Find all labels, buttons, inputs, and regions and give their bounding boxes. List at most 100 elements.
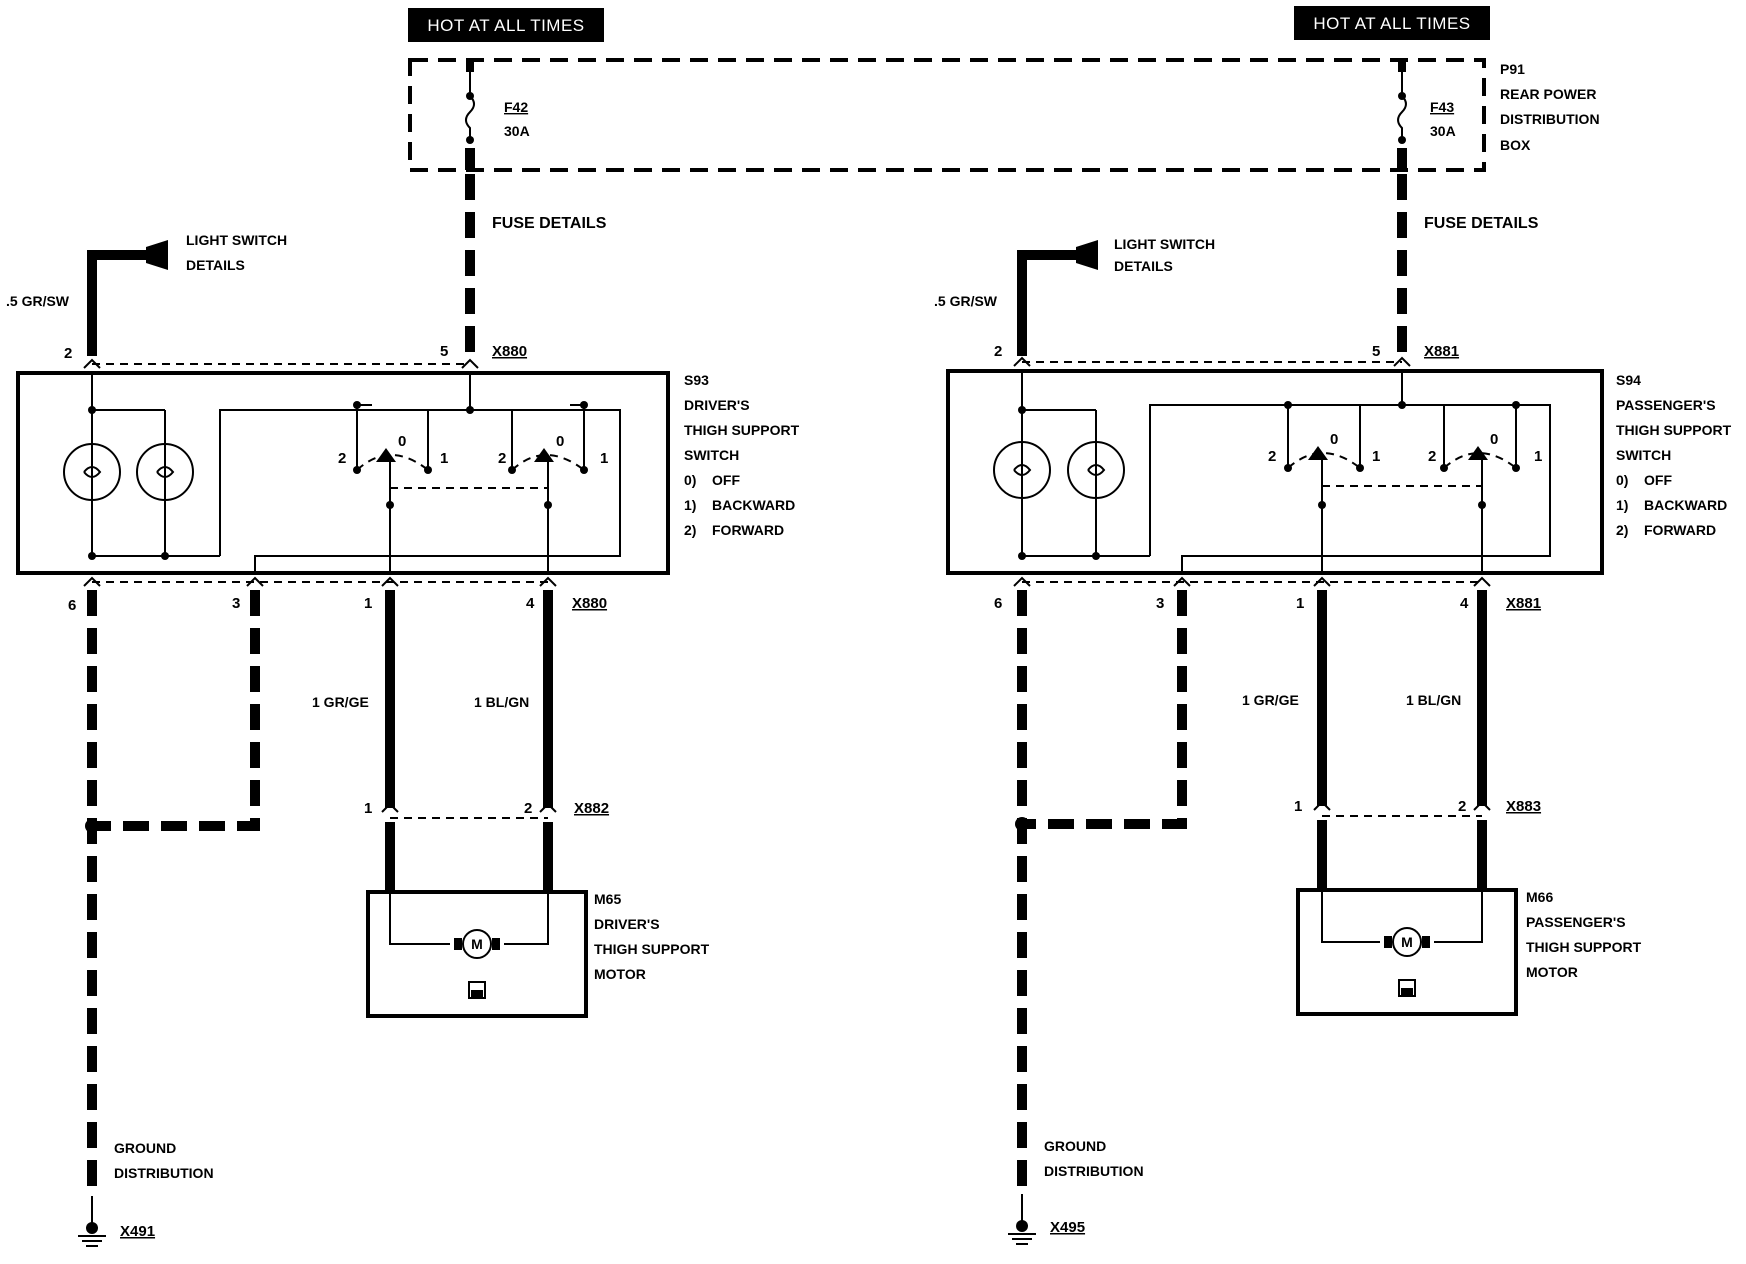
svg-text:1: 1 <box>1372 448 1380 465</box>
wire-b-label: 1 BL/GN <box>474 694 529 710</box>
dist-box-line2: DISTRIBUTION <box>1500 111 1600 127</box>
ground-symbol-icon <box>78 1196 106 1247</box>
switch-line1: DRIVER'S <box>684 397 750 413</box>
svg-text:2: 2 <box>498 450 506 467</box>
ground-label-2: DISTRIBUTION <box>1044 1163 1144 1179</box>
motor-pin-1-label: 1 <box>1294 798 1302 815</box>
wire-top-label: .5 GR/SW <box>6 293 70 309</box>
left-circuit: F42 30A FUSE DETAILS LIGHT SWITCH DETAIL… <box>6 62 800 1247</box>
pin-6-label: 6 <box>68 597 76 614</box>
pos-forward: FORWARD <box>1644 522 1716 538</box>
fuse-terminal-top-icon <box>1398 62 1406 72</box>
switch-id: S93 <box>684 372 709 388</box>
switch-contact-a-icon <box>376 448 396 462</box>
svg-text:0: 0 <box>398 433 406 450</box>
hot-banner-right-bg <box>1294 6 1490 40</box>
motor-case-icon <box>468 981 486 999</box>
connector-bottom-label: X881 <box>1506 595 1541 612</box>
fuse-id: F43 <box>1430 99 1454 115</box>
fuse-f42-icon <box>465 72 475 140</box>
svg-text:2): 2) <box>1616 522 1628 538</box>
ground-label-1: GROUND <box>1044 1138 1106 1154</box>
wire-b-label: 1 BL/GN <box>1406 692 1461 708</box>
fuse-rating: 30A <box>504 123 530 139</box>
fuse-id: F42 <box>504 99 528 115</box>
switch-s94-box <box>946 369 1604 575</box>
dist-box-id: P91 <box>1500 61 1525 77</box>
motor-m65-box <box>366 890 588 1018</box>
pin-1-label: 1 <box>1296 595 1304 612</box>
pin-2-label: 2 <box>64 345 72 362</box>
svg-text:2): 2) <box>684 522 696 538</box>
dist-box-line1: REAR POWER <box>1500 86 1596 102</box>
svg-text:0: 0 <box>1490 431 1498 448</box>
switch-line3: SWITCH <box>684 447 739 463</box>
svg-text:0): 0) <box>1616 472 1628 488</box>
light-switch-wire <box>1017 250 1076 356</box>
svg-text:0: 0 <box>556 433 564 450</box>
connector-motor-label: X882 <box>574 800 609 817</box>
svg-text:1): 1) <box>684 497 696 513</box>
svg-text:0: 0 <box>1330 431 1338 448</box>
motor-symbol: M <box>1401 934 1413 950</box>
dist-box-line3: BOX <box>1500 137 1531 153</box>
motor-line1: PASSENGER'S <box>1526 914 1626 930</box>
ground-symbol-icon <box>1008 1194 1036 1245</box>
hot-banner-right: HOT AT ALL TIMES <box>1313 14 1470 33</box>
motor-id: M66 <box>1526 889 1553 905</box>
pin-4-label: 4 <box>1460 595 1469 612</box>
svg-text:1: 1 <box>440 450 448 467</box>
lamp-1-icon <box>993 441 1051 499</box>
hot-banner-left-bg <box>408 8 604 42</box>
motor-pin-2-label: 2 <box>1458 798 1466 815</box>
connector-motor-label: X883 <box>1506 798 1541 815</box>
motor-line2: THIGH SUPPORT <box>1526 939 1642 955</box>
fuse-details-label: FUSE DETAILS <box>1424 215 1539 232</box>
pin3-ground-wire <box>92 590 260 831</box>
wire-a-label: 1 GR/GE <box>312 694 369 710</box>
rear-power-distribution-box <box>408 58 1486 172</box>
hot-banner-left: HOT AT ALL TIMES <box>427 16 584 35</box>
motor-pin-2-label: 2 <box>524 800 532 817</box>
wire-top-label: .5 GR/SW <box>934 293 998 309</box>
ground-connector-label: X491 <box>120 1223 155 1240</box>
pos-off: OFF <box>1644 472 1672 488</box>
right-circuit: F43 30A FUSE DETAILS LIGHT SWITCH DETAIL… <box>934 62 1732 1245</box>
lamp-1-icon <box>63 443 121 501</box>
ground-label-2: DISTRIBUTION <box>114 1165 214 1181</box>
switch-id: S94 <box>1616 372 1641 388</box>
light-switch-arrow-icon <box>146 240 168 270</box>
motor-line3: MOTOR <box>1526 964 1578 980</box>
fuse-f43-icon <box>1397 72 1407 140</box>
motor-line1: DRIVER'S <box>594 916 660 932</box>
switch-line1: PASSENGER'S <box>1616 397 1716 413</box>
pin-6-label: 6 <box>994 595 1002 612</box>
svg-text:1): 1) <box>1616 497 1628 513</box>
switch-line2: THIGH SUPPORT <box>684 422 800 438</box>
light-switch-wire <box>87 250 146 356</box>
pin-3-label: 3 <box>232 595 240 612</box>
pin-1-label: 1 <box>364 595 372 612</box>
ground-label-1: GROUND <box>114 1140 176 1156</box>
pin-5-label: 5 <box>440 343 448 360</box>
motor-symbol: M <box>471 936 483 952</box>
motor-m66-box <box>1296 888 1518 1016</box>
light-switch-label-2: DETAILS <box>1114 258 1173 274</box>
switch-line2: THIGH SUPPORT <box>1616 422 1732 438</box>
pos-off: OFF <box>712 472 740 488</box>
svg-text:0): 0) <box>684 472 696 488</box>
lamp-2-icon <box>1067 441 1125 499</box>
pos-backward: BACKWARD <box>1644 497 1727 513</box>
svg-text:2: 2 <box>1268 448 1276 465</box>
switch-contact-a-icon <box>1308 446 1328 460</box>
svg-text:2: 2 <box>338 450 346 467</box>
light-switch-arrow-icon <box>1076 240 1098 270</box>
fuse-details-label: FUSE DETAILS <box>492 215 607 232</box>
pin-2-label: 2 <box>994 343 1002 360</box>
pin-3-label: 3 <box>1156 595 1164 612</box>
lamp-2-icon <box>136 443 194 501</box>
motor-line2: THIGH SUPPORT <box>594 941 710 957</box>
fuse-rating: 30A <box>1430 123 1456 139</box>
pin-5-label: 5 <box>1372 343 1380 360</box>
